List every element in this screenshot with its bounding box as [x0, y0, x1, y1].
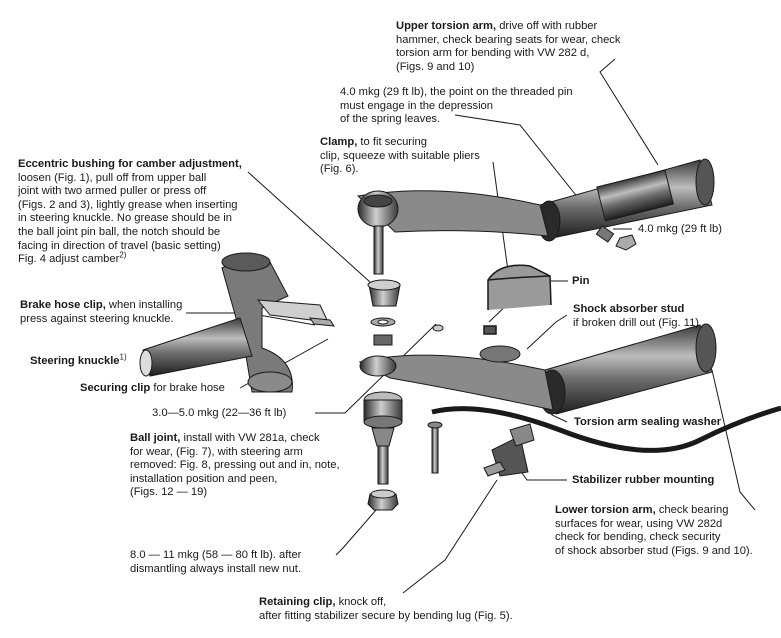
label-torque-nut: 4.0 mkg (29 ft lb): [638, 223, 722, 235]
label-stabilizer-mounting: Stabilizer rubber mounting: [572, 474, 715, 486]
label-retaining-clip: Retaining clip, knock off, after fitting…: [259, 596, 513, 622]
label-eccentric-bushing: Eccentric bushing for camber adjustment,…: [18, 158, 242, 266]
stabilizer-parts: [427, 421, 535, 477]
upper-torsion-arm: [537, 158, 715, 242]
label-steering-knuckle: Steering knuckle1): [30, 352, 127, 367]
label-brake-hose-clip: Brake hose clip, when installing press a…: [20, 299, 183, 325]
label-torque-ball-nut: 8.0 — 11 mkg (58 — 80 ft lb). after dism…: [130, 549, 302, 575]
lower-torsion-arm: [538, 323, 717, 415]
steering-knuckle: [139, 252, 329, 393]
label-torque-upper-pin: 4.0 mkg (29 ft lb), the point on the thr…: [340, 86, 573, 126]
ball-joint-nut-shape: [367, 489, 399, 511]
label-upper-torsion-arm: Upper torsion arm, drive off with rubber…: [396, 20, 621, 73]
clamp-band: [483, 264, 552, 335]
lower-arm-eye: [358, 324, 554, 411]
label-clamp: Clamp, to fit securing clip, squeeze wit…: [320, 136, 480, 176]
label-torsion-arm-washer: Torsion arm sealing washer: [574, 416, 722, 428]
label-securing-clip: Securing clip for brake hose: [80, 382, 225, 394]
upper-ball-joint: [356, 190, 549, 275]
label-ball-joint: Ball joint, install with VW 281a, check …: [130, 432, 340, 499]
securing-clip-shape: [308, 317, 336, 327]
lower-ball-joint: [363, 391, 403, 485]
eccentric-bushing-stack: [367, 279, 401, 346]
label-shock-absorber-stud: Shock absorber stud if broken drill out …: [573, 303, 700, 329]
upper-small-nuts: [595, 225, 637, 251]
stabilizer-bar: [431, 405, 781, 453]
label-lower-torsion-arm: Lower torsion arm, check bearing surface…: [555, 504, 753, 557]
label-pin: Pin: [572, 275, 590, 287]
label-torque-lower-pin: 3.0—5.0 mkg (22—36 ft lb): [152, 407, 287, 419]
